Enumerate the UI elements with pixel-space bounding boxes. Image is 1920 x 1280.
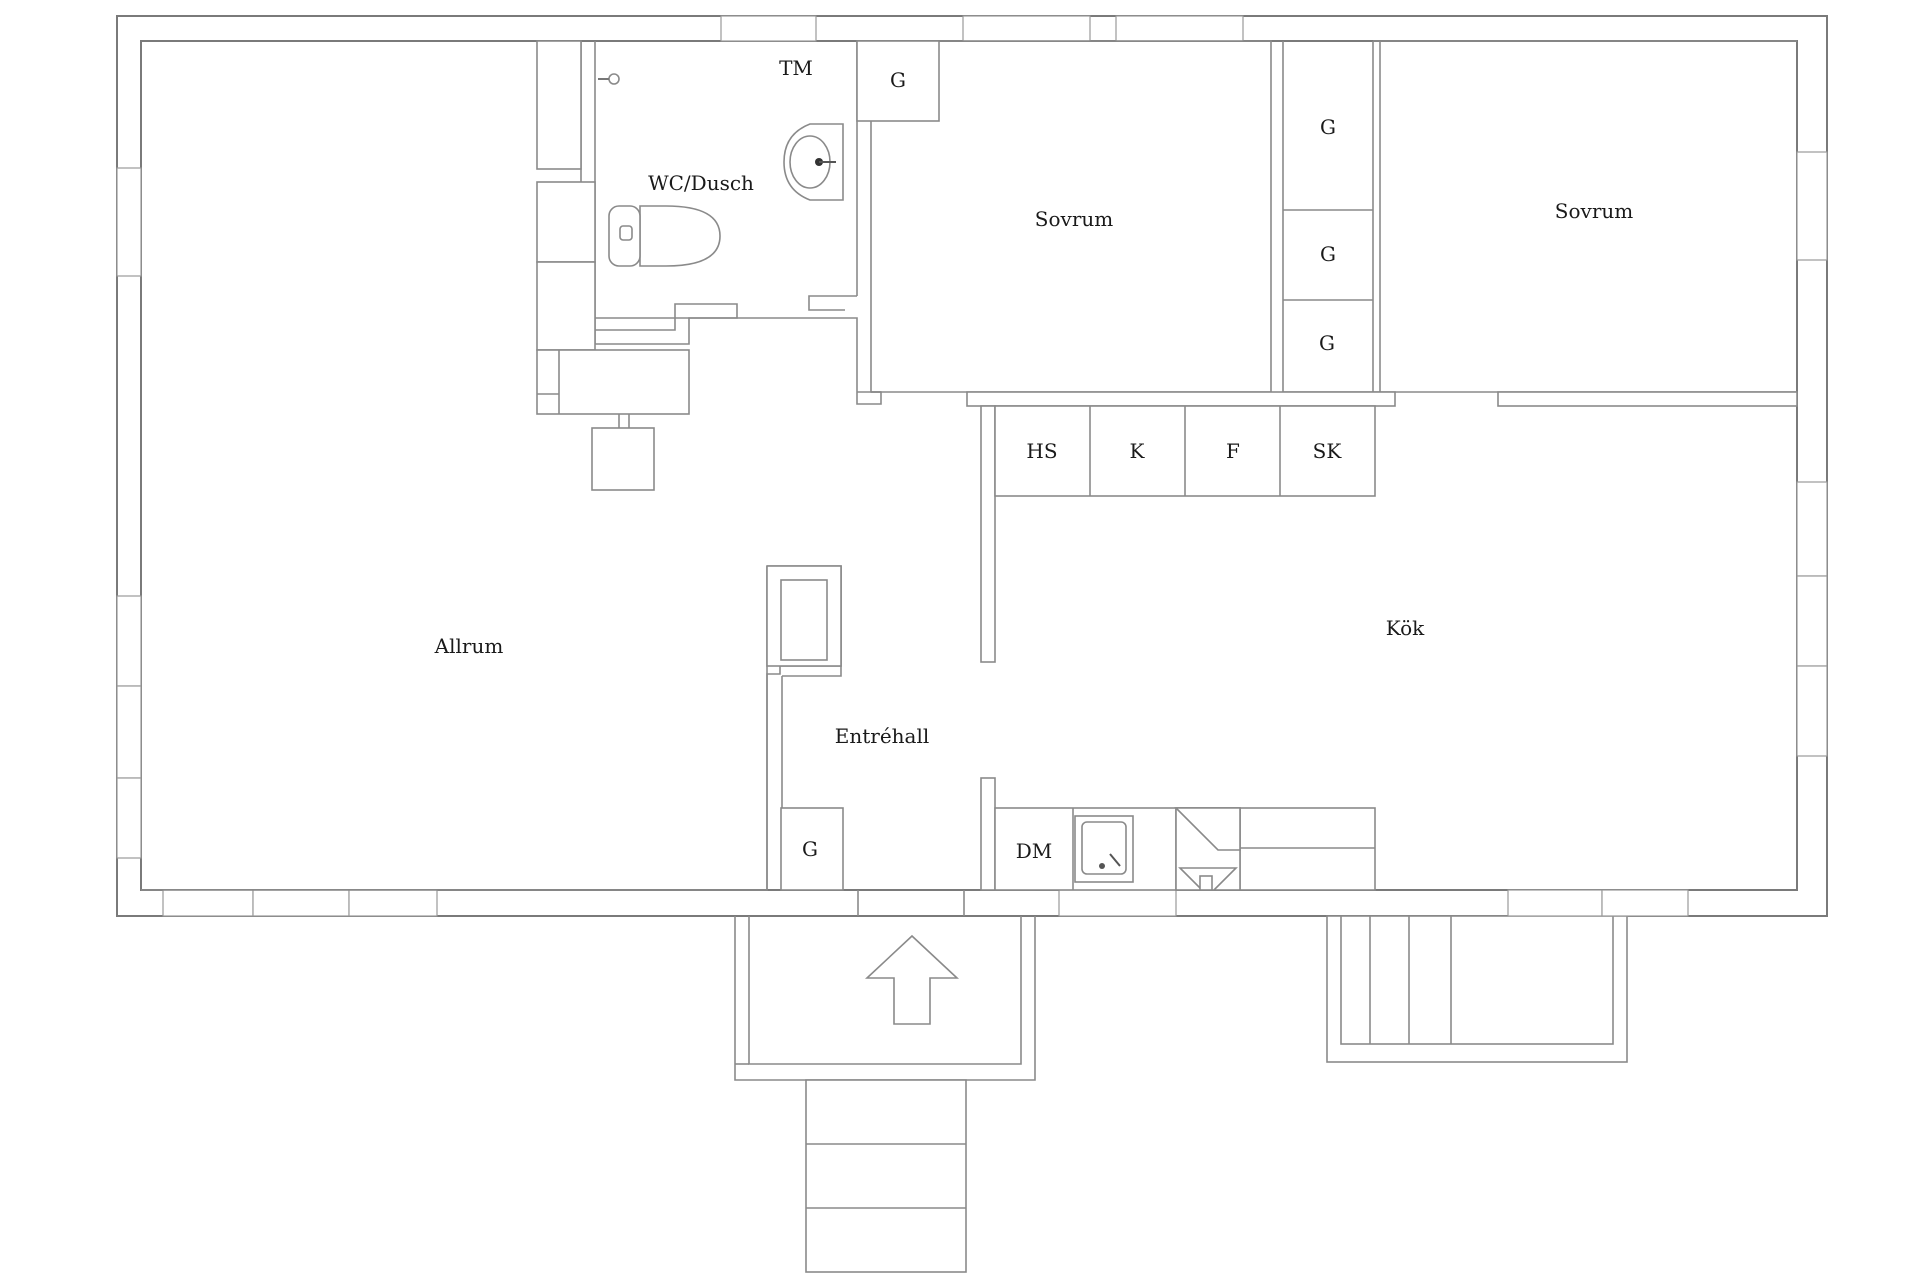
toilet-icon: [608, 205, 721, 267]
storage-label-g-closet-2: G: [1320, 242, 1336, 266]
entrance-porch: [734, 916, 1036, 1273]
back-porch: [1326, 915, 1628, 1063]
room-label-sovrum-1: Sovrum: [1034, 207, 1114, 231]
outer-walls: [116, 15, 1828, 917]
storage-label-f: F: [1226, 439, 1240, 463]
windows: [116, 15, 1828, 917]
room-label-wc-dusch: WC/Dusch: [648, 171, 754, 195]
storage-label-dm: DM: [1015, 839, 1053, 863]
sink-icon: [783, 123, 844, 201]
tap-icon: [598, 73, 620, 85]
entrance-arrow-icon: [864, 934, 960, 1025]
kitchen-sink-icon: [1074, 815, 1134, 883]
storage-label-g-sovrum1: G: [890, 68, 906, 92]
storage-label-sk: SK: [1312, 439, 1342, 463]
room-label-allrum: Allrum: [434, 634, 504, 658]
storage-label-tm: TM: [779, 56, 813, 80]
room-label-kok: Kök: [1385, 616, 1425, 640]
storage-label-g-closet-3: G: [1319, 331, 1335, 355]
storage-label-k: K: [1129, 439, 1145, 463]
room-label-entrehall: Entréhall: [834, 724, 930, 748]
storage-label-g-closet-1: G: [1320, 115, 1336, 139]
stove-icon: [1174, 807, 1241, 891]
storage-label-hs: HS: [1026, 439, 1058, 463]
room-label-sovrum-2: Sovrum: [1554, 199, 1634, 223]
storage-label-g-hall: G: [802, 837, 818, 861]
